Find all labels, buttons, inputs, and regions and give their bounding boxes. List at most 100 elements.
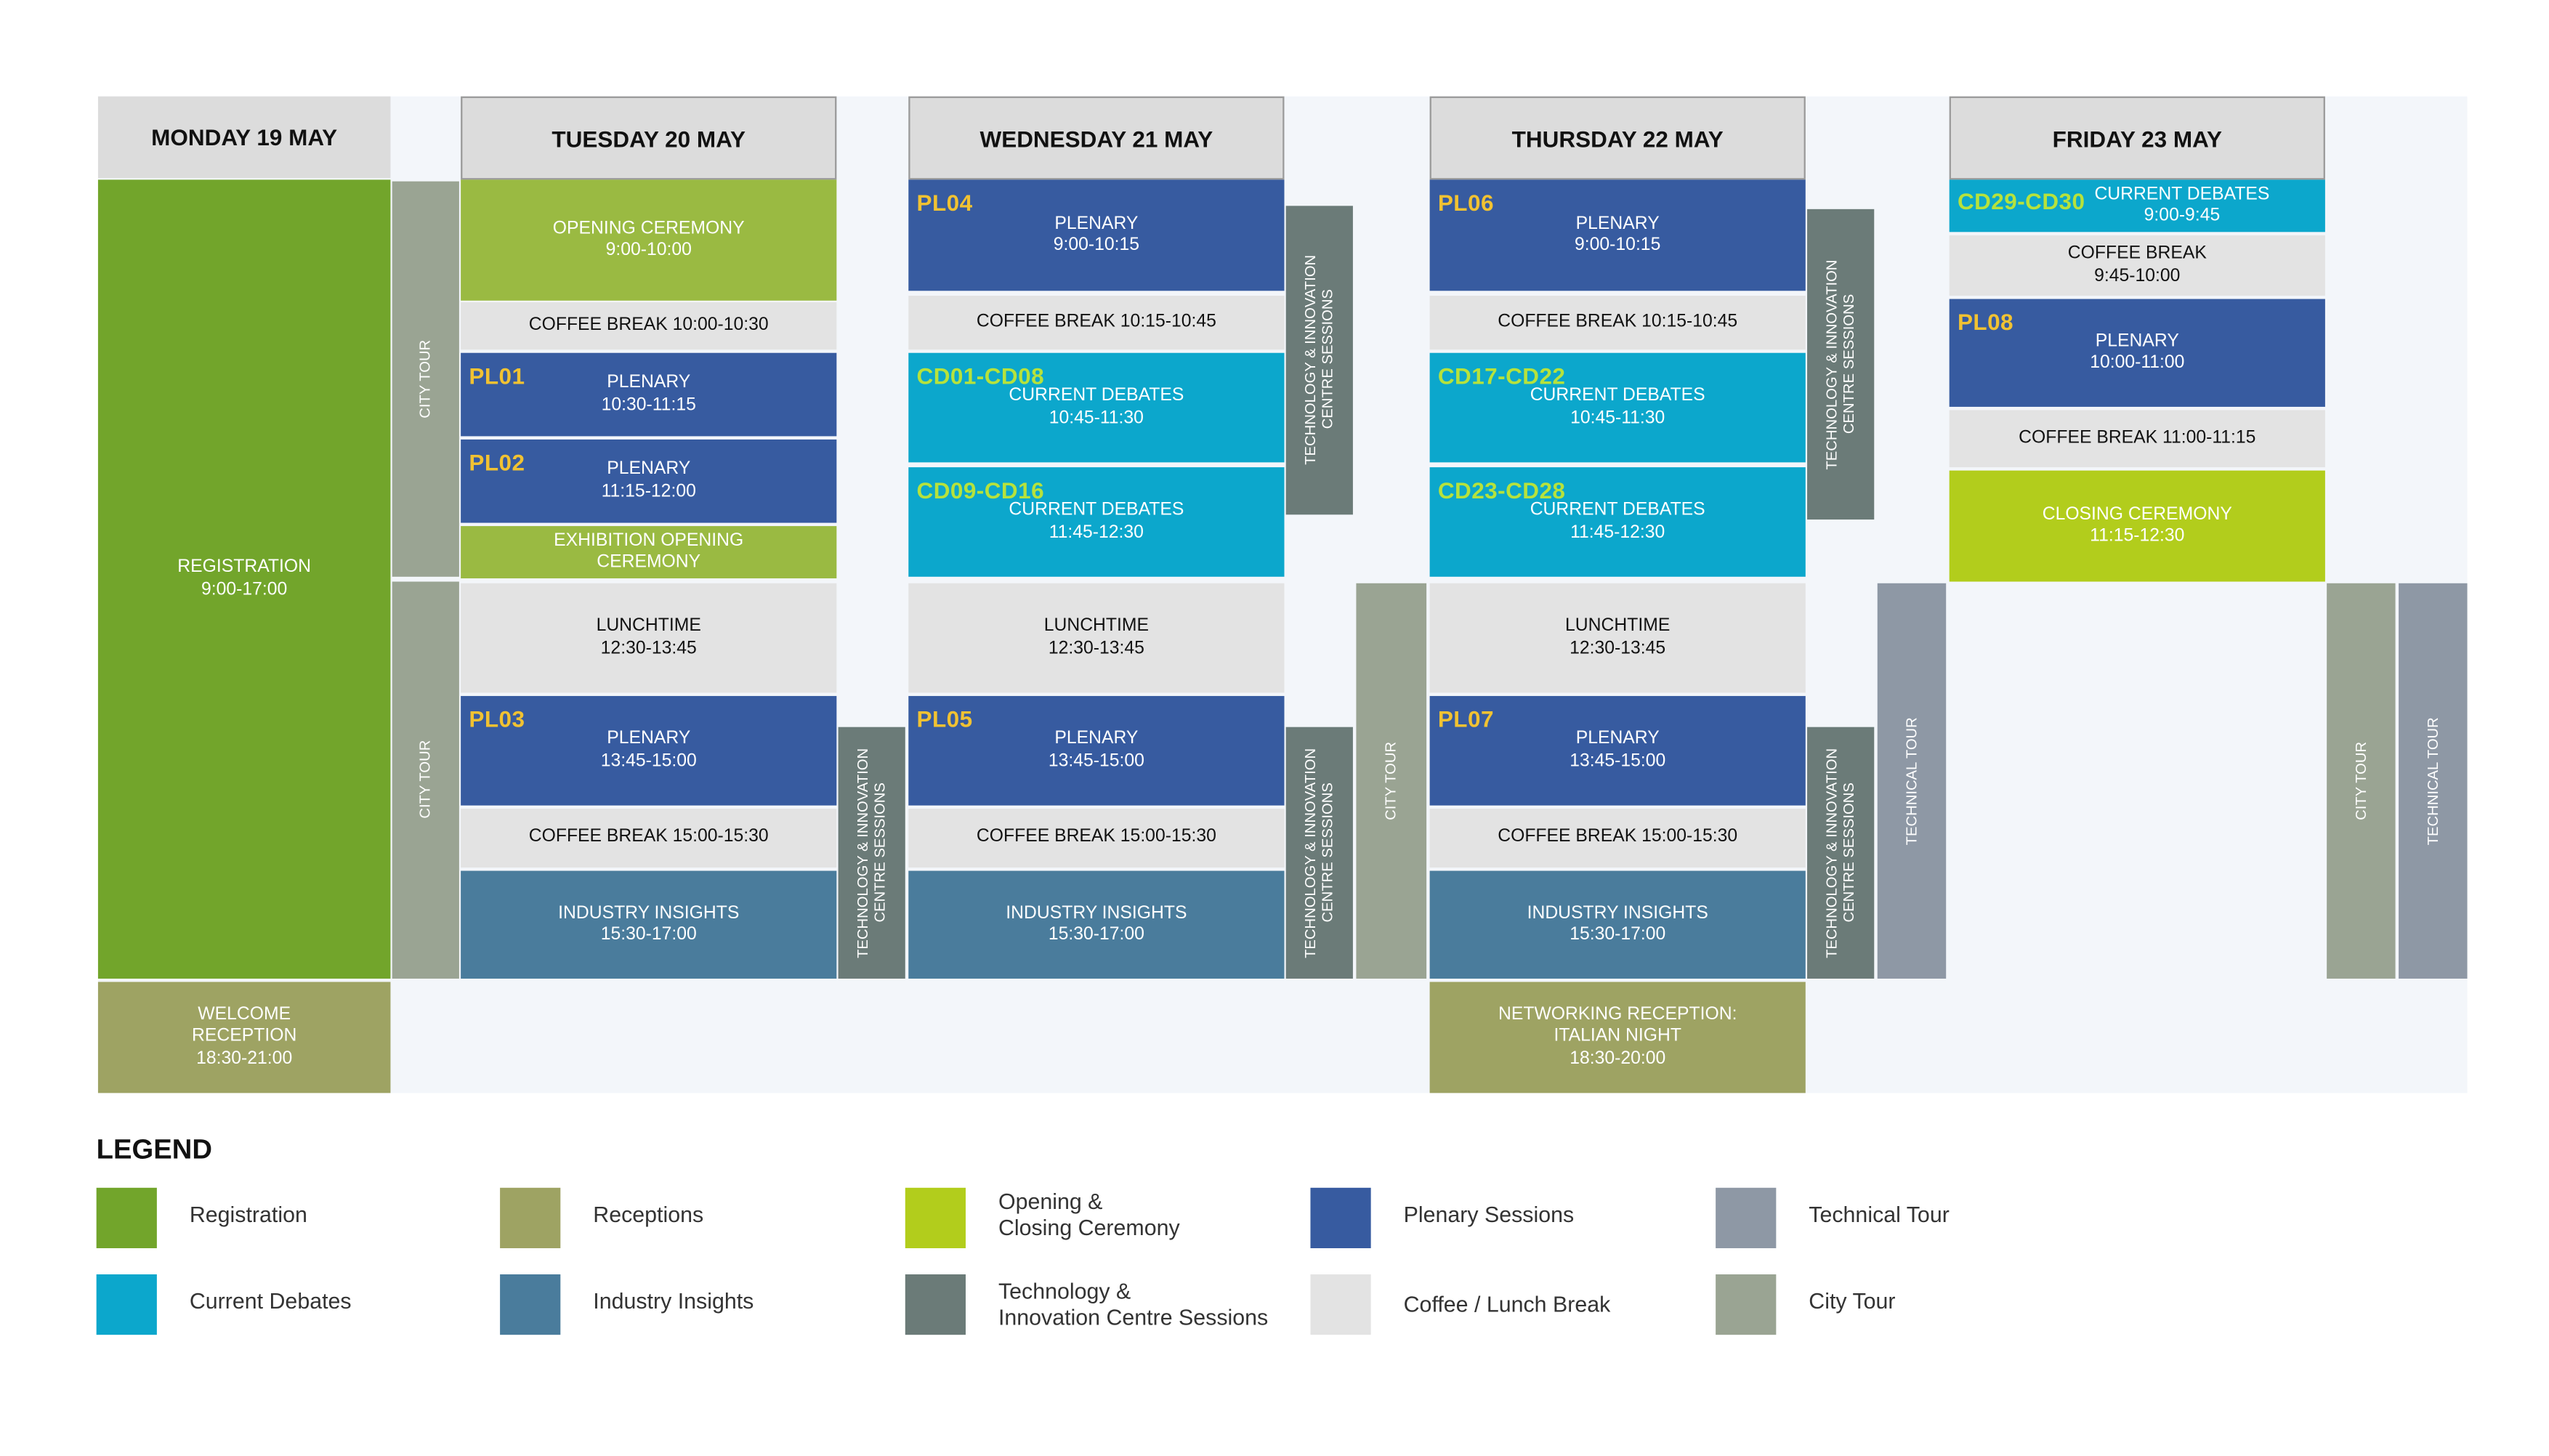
legend-title: LEGEND <box>96 1133 212 1165</box>
exhibition-opening-block[interactable]: EXHIBITION OPENING CEREMONY <box>461 526 837 579</box>
tech-innovation-thursday-1[interactable]: TECHNOLOGY & INNOVATION CENTRE SESSIONS <box>1807 209 1875 520</box>
plenary-pl08-block[interactable]: PL08 PLENARY 10:00-11:00 <box>1949 299 2325 407</box>
session-code: CD17-CD22 <box>1437 363 1566 389</box>
tech-innovation-label: TECHNOLOGY & INNOVATION CENTRE SESSIONS <box>1302 255 1336 466</box>
industry-insights-text: INDUSTRY INSIGHTS 15:30-17:00 <box>1527 903 1708 945</box>
current-debates-cd29-block[interactable]: CD29-CD30 CURRENT DEBATES 9:00-9:45 <box>1949 179 2325 232</box>
legend-label-coffee: Coffee / Lunch Break <box>1403 1292 1611 1317</box>
legend-label-receptions: Receptions <box>593 1202 704 1227</box>
legend-label-ceremony: Opening & Closing Ceremony <box>998 1189 1180 1241</box>
legend-swatch-ceremony <box>905 1187 966 1249</box>
networking-reception-block[interactable]: NETWORKING RECEPTION: ITALIAN NIGHT 18:3… <box>1429 982 1806 1093</box>
plenary-text: PLENARY 11:15-12:00 <box>601 459 696 501</box>
session-code: PL08 <box>1957 309 2013 335</box>
plenary-pl03-block[interactable]: PL03 PLENARY 13:45-15:00 <box>461 695 837 806</box>
coffee-break-text: COFFEE BREAK 10:00-10:30 <box>528 315 769 335</box>
technical-tour-thursday[interactable]: TECHNICAL TOUR <box>1877 583 1947 979</box>
lunchtime-text: LUNCHTIME 12:30-13:45 <box>1565 616 1671 658</box>
registration-text: REGISTRATION 9:00-17:00 <box>177 557 312 599</box>
plenary-pl01-block[interactable]: PL01 PLENARY 10:30-11:15 <box>461 352 837 437</box>
city-tour-label: CITY TOUR <box>2352 741 2370 820</box>
welcome-reception-block[interactable]: WELCOME RECEPTION 18:30-21:00 <box>97 982 391 1093</box>
current-debates-text: CURRENT DEBATES 10:45-11:30 <box>1530 386 1705 428</box>
coffee-break-block[interactable]: COFFEE BREAK 9:45-10:00 <box>1949 235 2325 296</box>
coffee-break-block[interactable]: COFFEE BREAK 15:00-15:30 <box>461 809 837 868</box>
current-debates-cd17-block[interactable]: CD17-CD22 CURRENT DEBATES 10:45-11:30 <box>1429 352 1806 463</box>
opening-ceremony-block[interactable]: OPENING CEREMONY 9:00-10:00 <box>461 179 837 301</box>
session-code: PL07 <box>1437 705 1494 732</box>
legend-swatch-receptions <box>500 1187 561 1249</box>
lunchtime-text: LUNCHTIME 12:30-13:45 <box>1043 616 1150 658</box>
legend-swatch-city-tour <box>1716 1274 1777 1335</box>
plenary-text: PLENARY 13:45-15:00 <box>600 729 697 771</box>
city-tour-wednesday[interactable]: CITY TOUR <box>1356 583 1427 979</box>
city-tour-label: CITY TOUR <box>1383 741 1399 820</box>
plenary-text: PLENARY 9:00-10:15 <box>1053 214 1140 255</box>
tech-innovation-thursday-2[interactable]: TECHNOLOGY & INNOVATION CENTRE SESSIONS <box>1807 727 1875 979</box>
legend-swatch-registration <box>96 1187 157 1249</box>
coffee-break-block[interactable]: COFFEE BREAK 15:00-15:30 <box>908 809 1285 868</box>
plenary-pl05-block[interactable]: PL05 PLENARY 13:45-15:00 <box>908 695 1285 806</box>
coffee-break-block[interactable]: COFFEE BREAK 10:15-10:45 <box>908 296 1285 350</box>
coffee-break-block[interactable]: COFFEE BREAK 10:15-10:45 <box>1429 296 1806 350</box>
city-tour-label: CITY TOUR <box>417 740 434 820</box>
legend-swatch-current-debates <box>96 1274 157 1335</box>
plenary-text: PLENARY 9:00-10:15 <box>1575 214 1661 255</box>
coffee-break-block[interactable]: COFFEE BREAK 15:00-15:30 <box>1429 809 1806 868</box>
session-code: CD23-CD28 <box>1437 477 1566 503</box>
day-header-tuesday: TUESDAY 20 MAY <box>461 96 837 180</box>
tech-innovation-tuesday[interactable]: TECHNOLOGY & INNOVATION CENTRE SESSIONS <box>838 727 905 979</box>
tech-innovation-wednesday-2[interactable]: TECHNOLOGY & INNOVATION CENTRE SESSIONS <box>1285 727 1353 979</box>
current-debates-cd23-block[interactable]: CD23-CD28 CURRENT DEBATES 11:45-12:30 <box>1429 467 1806 577</box>
coffee-break-text: COFFEE BREAK 15:00-15:30 <box>1498 827 1738 847</box>
plenary-text: PLENARY 10:00-11:00 <box>2090 331 2185 373</box>
session-code: CD01-CD08 <box>916 363 1045 389</box>
lunchtime-block[interactable]: LUNCHTIME 12:30-13:45 <box>1429 583 1806 693</box>
lunchtime-text: LUNCHTIME 12:30-13:45 <box>596 616 701 658</box>
current-debates-text: CURRENT DEBATES 11:45-12:30 <box>1009 500 1184 542</box>
industry-insights-block[interactable]: INDUSTRY INSIGHTS 15:30-17:00 <box>461 870 837 979</box>
exhibition-opening-text: EXHIBITION OPENING CEREMONY <box>554 530 744 573</box>
closing-ceremony-text: CLOSING CEREMONY 11:15-12:30 <box>2042 504 2232 546</box>
plenary-text: PLENARY 13:45-15:00 <box>1048 729 1144 771</box>
coffee-break-block[interactable]: COFFEE BREAK 11:00-11:15 <box>1949 410 2325 468</box>
session-code: PL03 <box>469 705 525 732</box>
coffee-break-text: COFFEE BREAK 15:00-15:30 <box>976 827 1216 847</box>
industry-insights-text: INDUSTRY INSIGHTS 15:30-17:00 <box>558 903 740 945</box>
coffee-break-text: COFFEE BREAK 10:15-10:45 <box>1498 312 1738 332</box>
current-debates-text: CURRENT DEBATES 11:45-12:30 <box>1530 500 1705 542</box>
city-tour-tuesday-2[interactable]: CITY TOUR <box>392 581 459 979</box>
coffee-break-block[interactable]: COFFEE BREAK 10:00-10:30 <box>461 302 837 350</box>
coffee-break-text: COFFEE BREAK 10:15-10:45 <box>976 312 1216 332</box>
coffee-break-text: COFFEE BREAK 9:45-10:00 <box>2067 243 2207 286</box>
plenary-pl04-block[interactable]: PL04 PLENARY 9:00-10:15 <box>908 179 1285 291</box>
current-debates-cd09-block[interactable]: CD09-CD16 CURRENT DEBATES 11:45-12:30 <box>908 467 1285 577</box>
registration-block[interactable]: REGISTRATION 9:00-17:00 <box>97 179 391 979</box>
tech-innovation-label: TECHNOLOGY & INNOVATION CENTRE SESSIONS <box>1823 259 1857 469</box>
legend-swatch-tech-innovation <box>905 1274 966 1335</box>
lunchtime-block[interactable]: LUNCHTIME 12:30-13:45 <box>461 583 837 693</box>
plenary-pl06-block[interactable]: PL06 PLENARY 9:00-10:15 <box>1429 179 1806 291</box>
industry-insights-block[interactable]: INDUSTRY INSIGHTS 15:30-17:00 <box>1429 870 1806 979</box>
current-debates-cd01-block[interactable]: CD01-CD08 CURRENT DEBATES 10:45-11:30 <box>908 352 1285 463</box>
lunchtime-block[interactable]: LUNCHTIME 12:30-13:45 <box>908 583 1285 693</box>
industry-insights-block[interactable]: INDUSTRY INSIGHTS 15:30-17:00 <box>908 870 1285 979</box>
city-tour-tuesday-1[interactable]: CITY TOUR <box>392 181 459 577</box>
plenary-pl02-block[interactable]: PL02 PLENARY 11:15-12:00 <box>461 439 837 523</box>
plenary-pl07-block[interactable]: PL07 PLENARY 13:45-15:00 <box>1429 695 1806 806</box>
technical-tour-label: TECHNICAL TOUR <box>1903 716 1920 845</box>
legend-label-tech-innovation: Technology & Innovation Centre Sessions <box>998 1279 1269 1330</box>
city-tour-friday[interactable]: CITY TOUR <box>2327 583 2396 979</box>
coffee-break-text: COFFEE BREAK 15:00-15:30 <box>528 827 769 847</box>
legend-label-current-debates: Current Debates <box>189 1289 352 1314</box>
session-code: PL01 <box>469 363 525 389</box>
tech-innovation-wednesday-1[interactable]: TECHNOLOGY & INNOVATION CENTRE SESSIONS <box>1285 206 1353 515</box>
closing-ceremony-block[interactable]: CLOSING CEREMONY 11:15-12:30 <box>1949 470 2325 582</box>
day-header-wednesday: WEDNESDAY 21 MAY <box>908 96 1285 180</box>
technical-tour-label: TECHNICAL TOUR <box>2424 716 2441 845</box>
technical-tour-friday[interactable]: TECHNICAL TOUR <box>2399 583 2468 979</box>
session-code: PL02 <box>469 449 525 476</box>
tech-innovation-label: TECHNOLOGY & INNOVATION CENTRE SESSIONS <box>1302 748 1336 958</box>
city-tour-label: CITY TOUR <box>417 339 434 418</box>
